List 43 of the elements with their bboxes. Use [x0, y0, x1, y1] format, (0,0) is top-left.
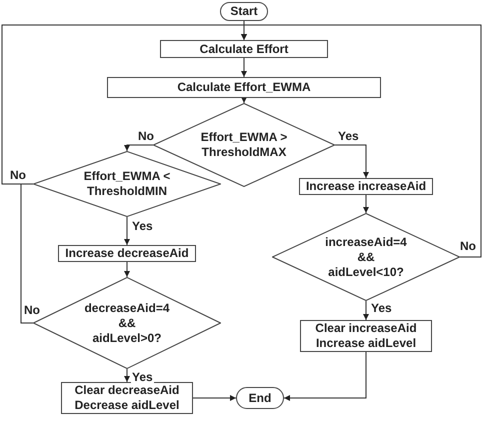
step-label: Increase increaseAid — [306, 179, 426, 194]
edge-label: Yes — [131, 220, 154, 233]
arrow — [124, 368, 130, 382]
process-box — [58, 245, 196, 262]
arrow — [2, 24, 247, 324]
process-box — [107, 77, 381, 98]
process-box — [61, 382, 193, 414]
edge-label: No — [459, 240, 477, 253]
terminal-label: Start — [230, 4, 258, 19]
process-box — [160, 40, 328, 58]
decision-diamond — [272, 213, 460, 301]
terminal-pill — [220, 2, 268, 21]
process-box — [300, 320, 432, 352]
step-label: Calculate Effort — [200, 42, 288, 56]
arrow — [363, 300, 369, 320]
arrow — [124, 144, 154, 152]
step-label: Clear increaseAid — [315, 321, 417, 336]
edge-label: Yes — [337, 130, 360, 143]
terminal-pill — [236, 387, 284, 409]
arrow — [124, 216, 130, 246]
step-label: Decrease aidLevel — [74, 398, 180, 413]
edge-label: Yes — [131, 371, 154, 384]
arrow — [334, 144, 369, 178]
condition-text: Effort_EWMA < ThresholdMIN — [82, 169, 172, 199]
arrow — [363, 194, 369, 214]
step-label: Clear decreaseAid — [74, 383, 180, 398]
condition-text: decreaseAid=4 && aidLevel>0? — [84, 300, 170, 346]
edge-label: No — [137, 130, 155, 143]
condition-text: Effort_EWMA > ThresholdMAX — [200, 130, 288, 160]
process-box — [299, 178, 433, 195]
arrow — [284, 352, 366, 401]
arrow — [241, 97, 247, 104]
condition-text: increaseAid=4 && aidLevel<10? — [325, 234, 407, 280]
arrow — [192, 395, 236, 401]
step-label: Increase aidLevel — [316, 336, 416, 351]
arrow — [124, 262, 130, 278]
edge-label: Yes — [370, 302, 393, 315]
edge-label: No — [9, 169, 27, 182]
step-label: Calculate Effort_EWMA — [177, 80, 311, 95]
step-label: Increase decreaseAid — [65, 246, 189, 261]
arrow — [241, 58, 247, 78]
edge-label: No — [23, 304, 41, 317]
terminal-label: End — [248, 390, 272, 406]
